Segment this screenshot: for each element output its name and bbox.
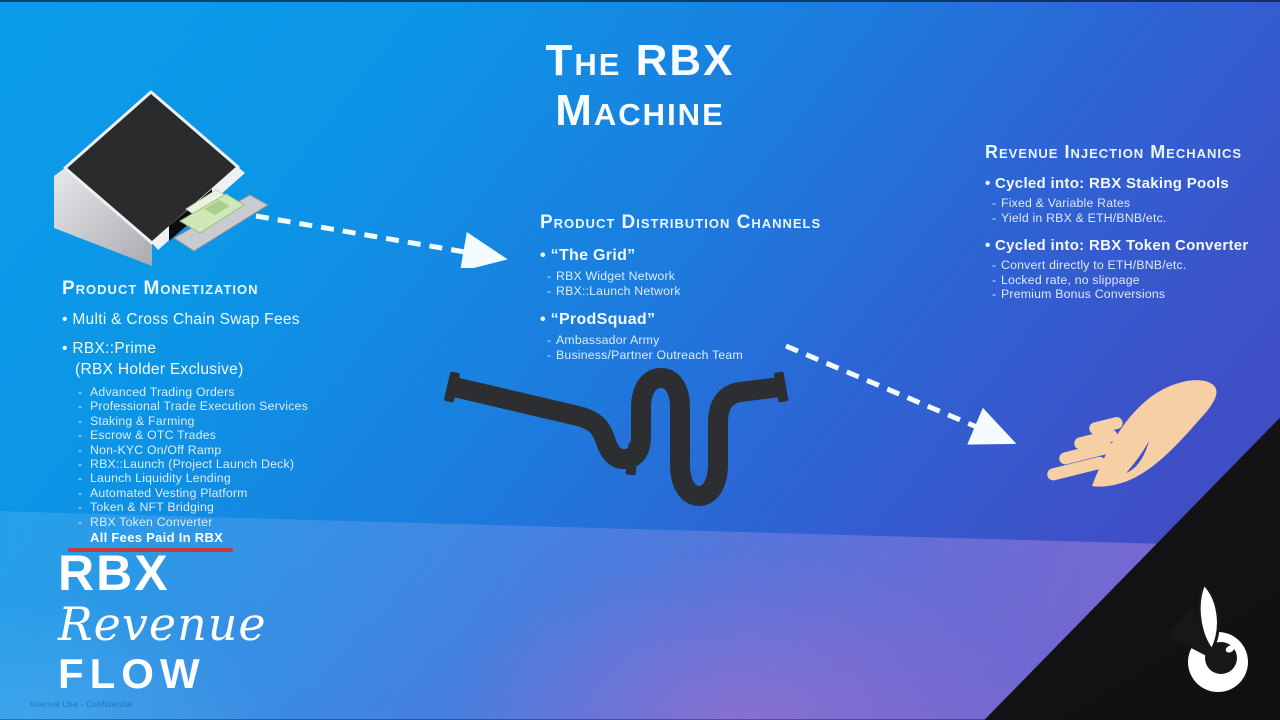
group-prodsquad: “ProdSquad” (540, 311, 870, 329)
receiving-hand-icon (1047, 380, 1217, 487)
title-line1: The RBX (545, 36, 735, 85)
brand-flow: FLOW (58, 650, 206, 698)
list-item: Business/Partner Outreach Team (540, 348, 870, 363)
brand-revenue: Revenue (58, 597, 267, 651)
group-staking-pools: Cycled into: RBX Staking Pools (985, 175, 1280, 192)
bullet-rbx-prime-note: (RBX Holder Exclusive) (75, 361, 244, 378)
list-item: Automated Vesting Platform (62, 486, 392, 501)
section-revenue-injection: Revenue Injection Mechanics Cycled into:… (985, 142, 1280, 302)
list-item: Advanced Trading Orders (62, 385, 392, 400)
list-item: RBX Token Converter (62, 515, 392, 530)
section-product-monetization: Product Monetization Multi & Cross Chain… (62, 278, 392, 553)
title-line2: Machine (555, 86, 725, 136)
prodsquad-items: Ambassador Army Business/Partner Outreac… (540, 333, 870, 362)
list-item: Staking & Farming (62, 414, 392, 429)
grid-items: RBX Widget Network RBX::Launch Network (540, 269, 870, 298)
bullet-rbx-prime: RBX::Prime (62, 340, 392, 358)
list-item: Non-KYC On/Off Ramp (62, 443, 392, 458)
brand-block: RBX Revenue FLOW (58, 548, 267, 696)
list-item: RBX::Launch Network (540, 284, 870, 299)
list-item: Token & NFT Bridging (62, 500, 392, 515)
money-printer-icon (54, 90, 269, 266)
top-edge-line (0, 0, 1280, 2)
rbx-logo-icon (1168, 581, 1248, 692)
list-item: Escrow & OTC Trades (62, 428, 392, 443)
staking-items: Fixed & Variable Rates Yield in RBX & ET… (985, 196, 1280, 225)
list-item: Locked rate, no slippage (985, 273, 1280, 288)
list-item: RBX Widget Network (540, 269, 870, 284)
page-title: The RBX Machine (0, 36, 1280, 136)
brand-rbx: RBX (58, 545, 170, 601)
list-item: Yield in RBX & ETH/BNB/etc. (985, 211, 1280, 226)
group-the-grid: “The Grid” (540, 247, 870, 265)
list-item: Ambassador Army (540, 333, 870, 348)
list-item: Premium Bonus Conversions (985, 287, 1280, 302)
section-heading: Product Monetization (62, 278, 259, 299)
flow-arrow-icon (785, 343, 1016, 445)
fees-highlight: All Fees Paid In RBX (90, 530, 224, 546)
pipeline-icon (444, 368, 789, 506)
list-item: RBX::Launch (Project Launch Deck) (62, 457, 392, 472)
list-item: Professional Trade Execution Services (62, 399, 392, 414)
section-heading: Revenue Injection Mechanics (985, 142, 1243, 162)
bullet-swap-fees: Multi & Cross Chain Swap Fees (62, 311, 392, 329)
list-item: Convert directly to ETH/BNB/etc. (985, 258, 1280, 273)
confidential-note: Internal Use - Confidential (30, 700, 134, 709)
red-underline (68, 548, 233, 553)
monetization-list: Advanced Trading Orders Professional Tra… (62, 385, 392, 529)
group-token-converter: Cycled into: RBX Token Converter (985, 237, 1280, 254)
list-item: Fixed & Variable Rates (985, 196, 1280, 211)
flow-arrow-icon (255, 213, 508, 268)
list-item: Launch Liquidity Lending (62, 471, 392, 486)
section-distribution-channels: Product Distribution Channels “The Grid”… (540, 212, 870, 362)
section-heading: Product Distribution Channels (540, 212, 822, 233)
converter-items: Convert directly to ETH/BNB/etc. Locked … (985, 258, 1280, 302)
